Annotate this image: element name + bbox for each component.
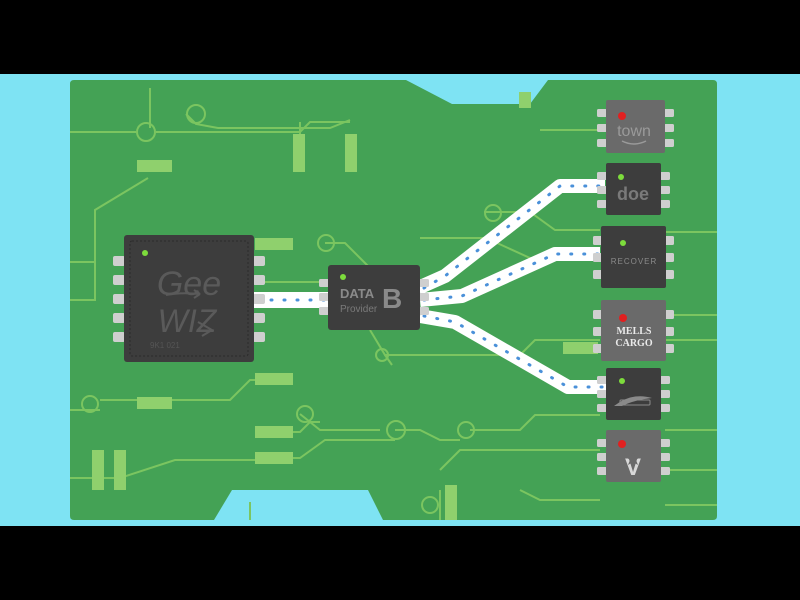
mells-chip-status-led [619, 314, 627, 322]
data-chip-pins [319, 279, 429, 315]
town-chip-label: town [617, 123, 651, 140]
data-chip-label-line2: Provider [340, 304, 378, 315]
main-chip-status-led [142, 250, 148, 256]
data-chip-status-led [340, 274, 346, 280]
arrow-logo-icon [165, 289, 201, 299]
main-chip-part-number: 9K1 021 [150, 341, 180, 350]
mells-chip-body [601, 300, 666, 361]
swoosh-chip-body [606, 368, 661, 420]
client-chip-recover[interactable]: RECOVER [593, 226, 674, 288]
client-chip-v[interactable]: V [597, 430, 670, 482]
geewiz-main-chip[interactable]: Gee WIZ 9K1 021 [113, 235, 265, 362]
v-chip-label: V [625, 454, 641, 481]
star-icon [626, 452, 640, 465]
v-chip-pins [597, 439, 670, 475]
swirl-arrow-icon [197, 321, 214, 337]
main-chip-pins [113, 256, 265, 342]
doe-chip-status-led [618, 174, 624, 180]
recover-chip-label: RECOVER [611, 257, 658, 266]
v-chip-status-led [618, 440, 626, 448]
data-chip-label-letter: B [382, 283, 402, 314]
swoosh-chip-status-led [619, 378, 625, 384]
recover-chip-status-led [620, 240, 626, 246]
main-chip-body [124, 235, 254, 362]
swoosh-logo-icon [614, 396, 652, 406]
client-chip-town[interactable]: town [597, 100, 674, 153]
client-chip-mells-cargo[interactable]: MELLS CARGO [593, 300, 674, 361]
mells-chip-label-line1: MELLS [616, 326, 651, 337]
recover-chip-body [601, 226, 666, 288]
recover-chip-pins [593, 236, 674, 279]
smile-arrow-icon [621, 140, 647, 145]
client-chip-doe[interactable]: doe [597, 163, 670, 215]
doe-chip-pins [597, 172, 670, 208]
solder-pads [92, 92, 598, 520]
link-data-to-doe [415, 179, 605, 295]
mells-chip-pins [593, 310, 674, 353]
town-chip-pins [597, 109, 674, 147]
data-b-provider-chip[interactable]: DATA B Provider [319, 265, 429, 330]
doe-chip-label: doe [617, 184, 649, 204]
link-data-to-recover [419, 247, 600, 307]
main-chip-logo-line1: Gee [157, 265, 221, 303]
client-chip-swoosh[interactable] [597, 368, 670, 420]
data-links [252, 179, 608, 394]
swoosh-chip-pins [597, 376, 670, 412]
main-chip-logo-line2: WIZ [158, 303, 218, 339]
data-chip-body [328, 265, 420, 330]
data-chip-label-line1: DATA [340, 286, 375, 301]
mells-chip-label-line2: CARGO [615, 338, 652, 349]
town-chip-status-led [618, 112, 626, 120]
